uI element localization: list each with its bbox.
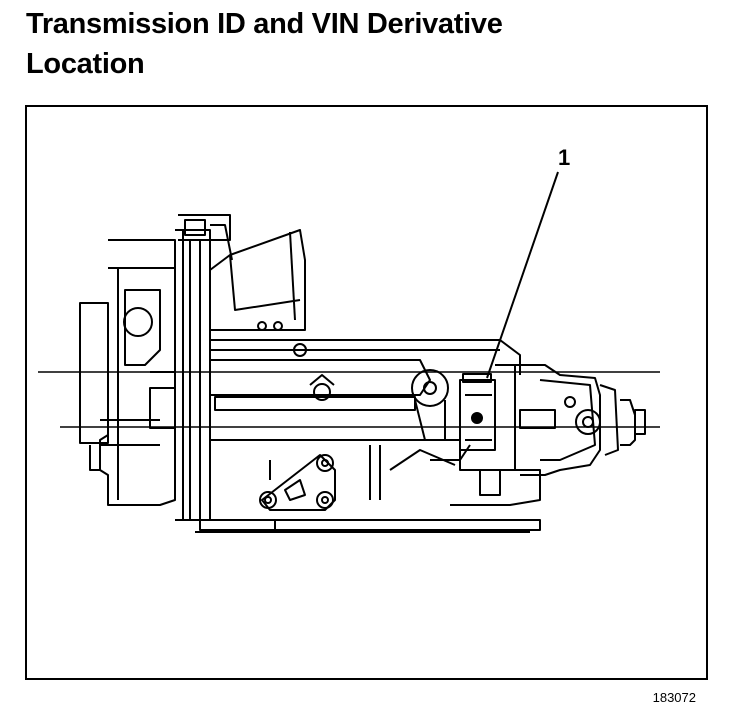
center-boss <box>309 374 335 401</box>
upper-housing <box>209 229 521 375</box>
callout-leader <box>486 171 559 379</box>
mount-bracket <box>259 454 336 530</box>
page-title: Transmission ID and VIN Derivative Locat… <box>26 4 726 84</box>
extension-housing <box>495 364 646 476</box>
title-line-2: Location <box>26 48 145 80</box>
id-label-plate <box>459 373 496 451</box>
title-line-1: Transmission ID and VIN Derivative <box>26 8 503 40</box>
callout-number: 1 <box>558 145 570 170</box>
shift-lever <box>411 369 449 441</box>
main-case <box>195 359 541 533</box>
bell-housing <box>79 239 176 506</box>
diagram-frame <box>25 105 708 680</box>
figure-id: 183072 <box>652 690 696 705</box>
